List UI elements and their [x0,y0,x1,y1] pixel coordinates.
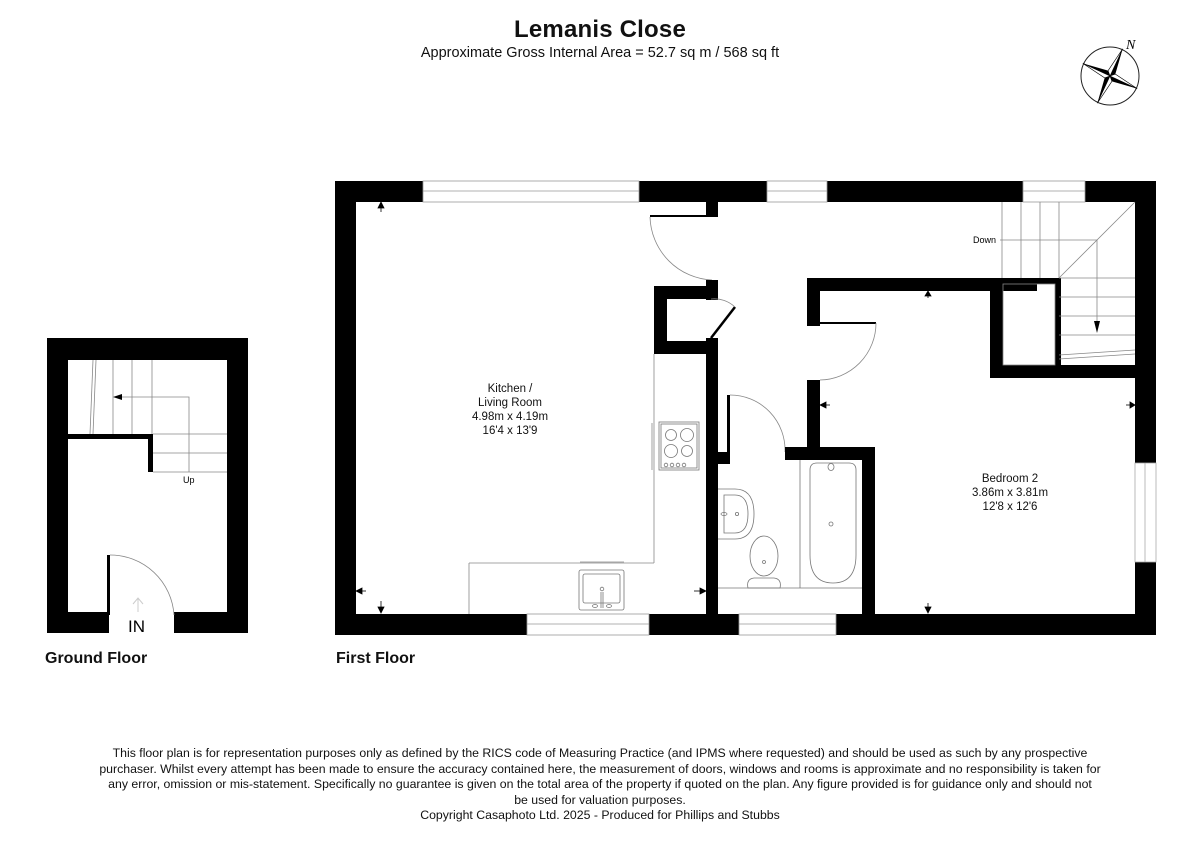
disclaimer: This floor plan is for representation pu… [60,746,1140,824]
disclaimer-line: purchaser. Whilst every attempt has been… [99,761,1101,776]
room-dimensions-imperial: 16'4 x 13'9 [482,425,538,437]
toilet-icon [747,535,781,589]
room-name: Bedroom 2 [981,473,1039,485]
room-dimensions-imperial: 12'8 x 12'6 [982,501,1038,513]
disclaimer-line: This floor plan is for representation pu… [112,746,1088,760]
room-label-bedroom-2: Bedroom 2 3.86m x 3.81m 12'8 x 12'6 [950,472,1070,514]
room-name: Kitchen / [487,383,533,395]
disclaimer-line: be used for valuation purposes. [514,792,686,807]
ground-floor-plan [47,338,248,633]
ground-floor-label: Ground Floor [45,650,148,667]
ground-stair-up-label: Up [183,475,195,485]
north-label: N [1125,38,1136,53]
disclaimer-line: any error, omission or mis-statement. Sp… [108,777,1092,791]
gross-internal-area: Approximate Gross Internal Area = 52.7 s… [420,45,780,61]
room-name: Living Room [478,397,542,409]
hob-icon [658,421,700,471]
entrance-in-label: IN [128,617,145,636]
copyright: Copyright Casaphoto Ltd. 2025 - Produced… [420,808,780,822]
plan-title: Lemanis Close [514,16,686,43]
north-compass-icon: N [1080,38,1140,106]
first-stair-down-label: Down [973,235,996,245]
first-floor-label: First Floor [336,650,416,667]
room-dimensions-metric: 3.86m x 3.81m [971,487,1049,499]
room-dimensions-metric: 4.98m x 4.19m [471,411,549,423]
room-label-kitchen-living: Kitchen / Living Room 4.98m x 4.19m 16'4… [445,382,575,438]
bathroom-basin-icon [718,488,755,540]
first-floor-plan [335,180,1157,636]
kitchen-sink-icon [578,569,625,611]
bathtub-icon [718,460,862,589]
